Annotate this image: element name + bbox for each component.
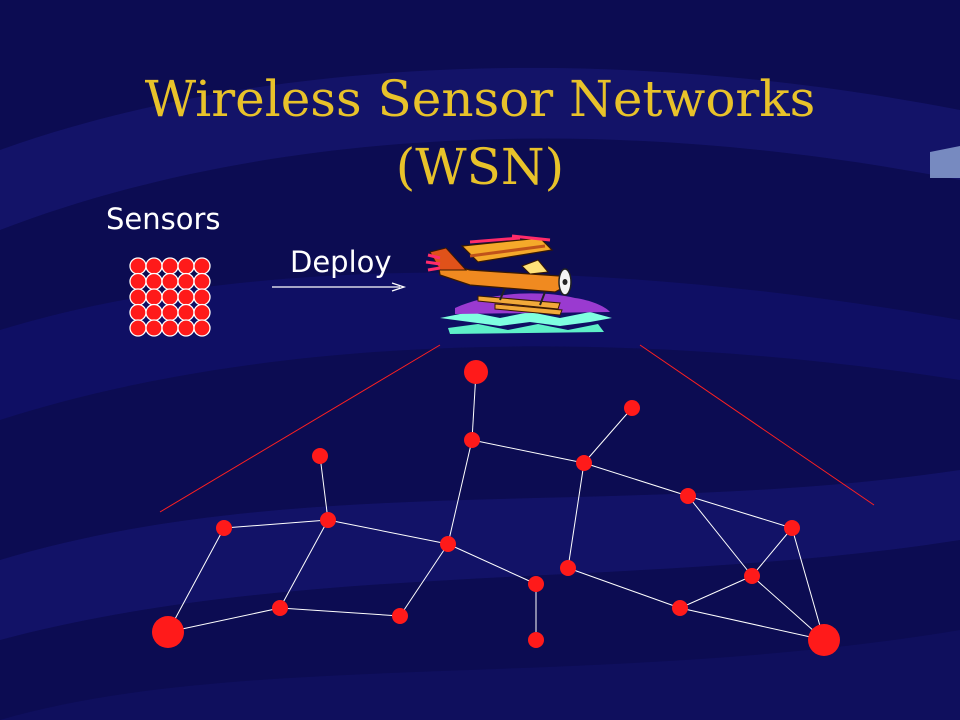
network-node: [464, 432, 480, 448]
sensor-dot: [161, 319, 179, 337]
sensor-dot: [145, 303, 163, 322]
sensor-dot: [193, 272, 211, 291]
network-link: [223, 519, 329, 529]
sensor-dot: [193, 288, 211, 306]
network-node: [320, 512, 336, 528]
sensor-grid-icon: [129, 257, 211, 337]
network-link: [279, 519, 329, 609]
network-node-large: [464, 360, 488, 384]
network-link: [791, 527, 825, 641]
sensor-dot: [145, 257, 163, 275]
title-line-2: (WSN): [395, 138, 565, 196]
sensor-dot: [161, 257, 179, 275]
network-link: [751, 575, 825, 641]
sensor-dot: [129, 272, 147, 291]
sensor-dot: [177, 257, 195, 275]
network-node: [528, 576, 544, 592]
network-link: [471, 439, 585, 464]
network-node: [216, 520, 232, 536]
sensor-dot: [129, 319, 147, 337]
network-link: [447, 439, 473, 545]
network-link: [583, 462, 689, 497]
sensor-dot: [161, 303, 179, 322]
network-node-large: [152, 616, 184, 648]
sensor-dot: [193, 319, 211, 337]
network-link: [567, 567, 681, 609]
network-link: [279, 607, 401, 617]
network-node: [312, 448, 328, 464]
network-link: [167, 607, 281, 633]
network-node: [560, 560, 576, 576]
airplane-icon: [425, 234, 612, 334]
network-link: [679, 575, 753, 609]
sensor-dot: [177, 288, 195, 306]
network-link: [319, 455, 329, 521]
sensor-dot: [145, 319, 163, 337]
sensor-dot: [177, 319, 195, 337]
network-node: [272, 600, 288, 616]
network-link: [167, 527, 225, 633]
sensor-dot: [177, 272, 195, 291]
network-link: [687, 495, 793, 529]
edge-tab-icon: [930, 146, 960, 178]
network-link: [327, 519, 449, 545]
network-node: [624, 400, 640, 416]
deploy-arrow-icon: [272, 282, 407, 292]
network-link: [399, 543, 449, 617]
network-node: [744, 568, 760, 584]
network-node-large: [808, 624, 840, 656]
network-node: [528, 632, 544, 648]
network-nodes: [152, 360, 840, 656]
deploy-label: Deploy: [290, 245, 392, 279]
sensor-dot: [145, 272, 163, 291]
sensor-dot: [129, 257, 147, 275]
network-node: [392, 608, 408, 624]
network-node: [672, 600, 688, 616]
network-link: [567, 462, 585, 569]
network-node: [440, 536, 456, 552]
sensor-dot: [177, 303, 195, 322]
sensor-dot: [193, 303, 211, 322]
network-link: [447, 543, 537, 585]
sensor-dot: [129, 303, 147, 322]
sensor-dot: [161, 272, 179, 291]
network-node: [576, 455, 592, 471]
network-link: [583, 407, 633, 464]
network-link: [751, 527, 793, 577]
sensors-label: Sensors: [106, 202, 221, 236]
sensor-dot: [129, 288, 147, 306]
network-link: [687, 495, 753, 577]
network-node: [784, 520, 800, 536]
title-line-1: Wireless Sensor Networks: [144, 70, 816, 128]
deploy-spread-lines: [159, 344, 875, 513]
network-link: [679, 607, 825, 641]
sensor-dot: [161, 288, 179, 306]
sensor-dot: [145, 288, 163, 306]
network-node: [680, 488, 696, 504]
sensor-dot: [193, 257, 211, 275]
network-links: [167, 371, 825, 641]
